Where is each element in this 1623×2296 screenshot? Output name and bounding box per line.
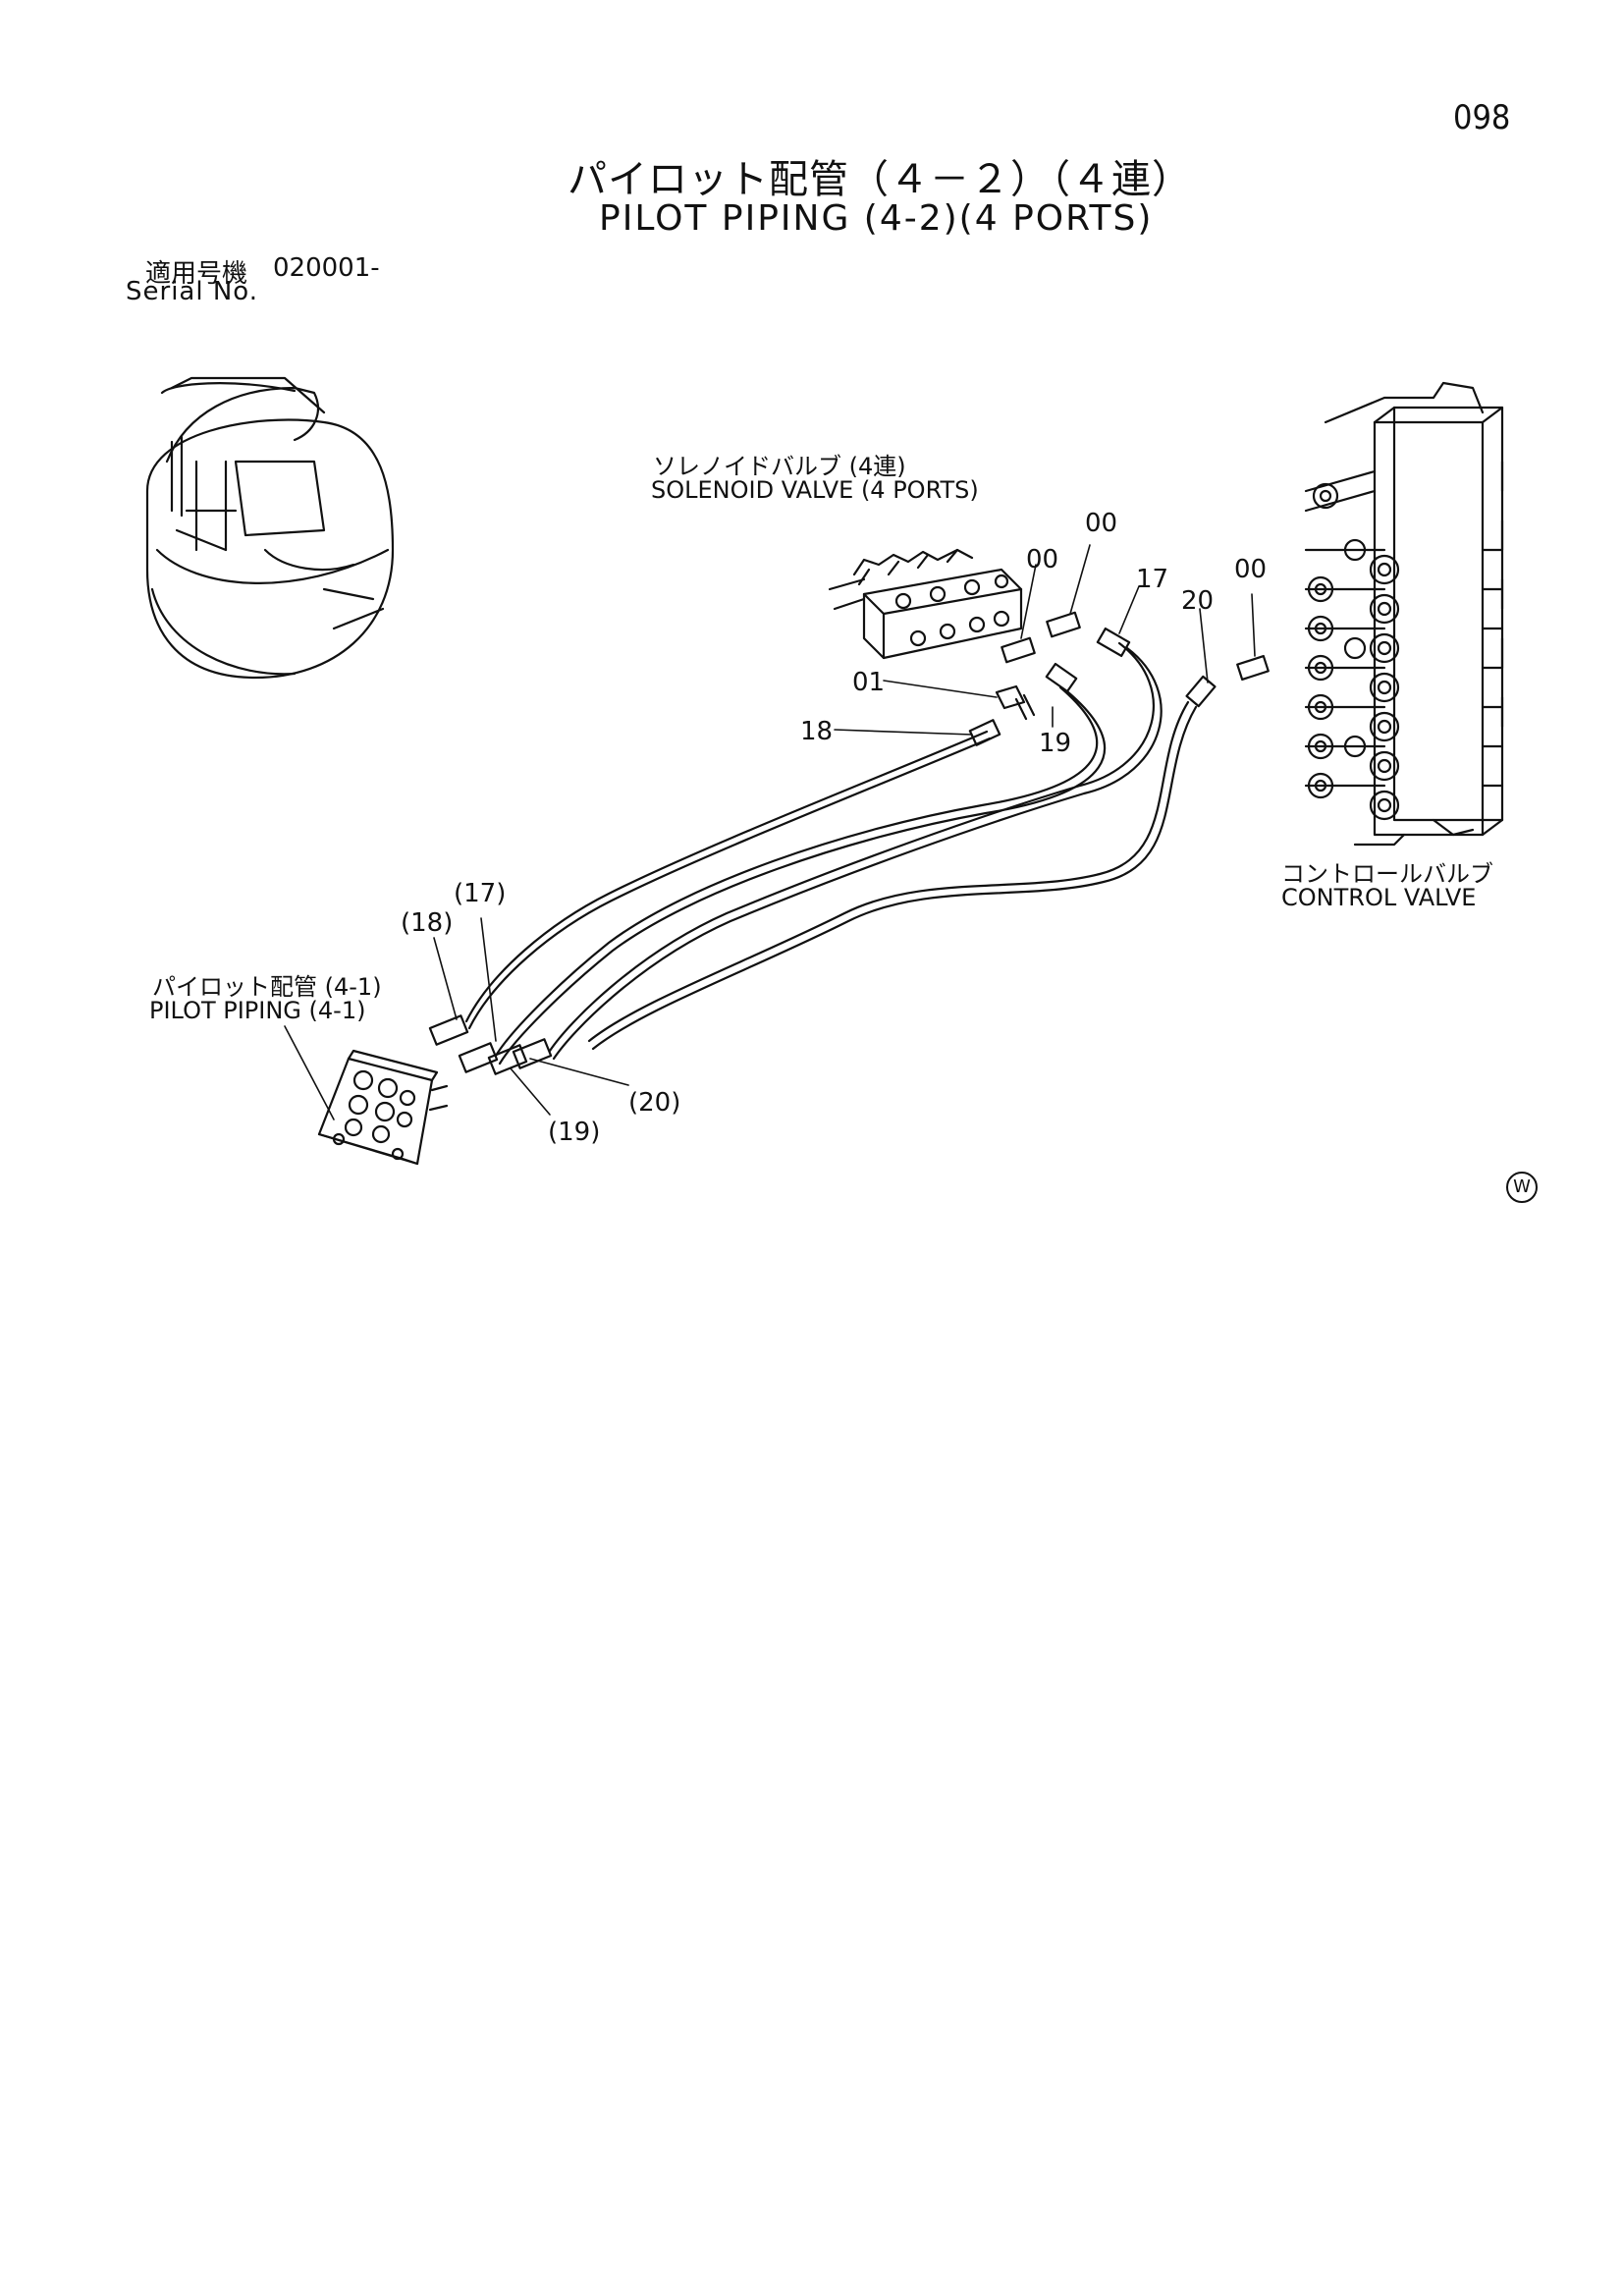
fittings-group (995, 611, 1270, 721)
pilot-piping-41-label-en: PILOT PIPING (4-1) (149, 997, 366, 1024)
callout-18-paren: (18) (401, 908, 454, 938)
pilot-piping-41-label-jp: パイロット配管 (4-1) (152, 973, 382, 1001)
pilot-piping-plate (317, 1049, 449, 1166)
control-valve-label-jp: コントロールバルブ (1281, 860, 1493, 888)
callout-18: 18 (800, 717, 834, 746)
machine-overview-thumbnail (145, 376, 395, 680)
hose-assembly (428, 627, 1217, 1075)
callout-01: 01 (852, 668, 886, 697)
solenoid-valve-block (828, 548, 1023, 660)
callout-00-top: 00 (1085, 509, 1118, 538)
page-number: 098 (1453, 98, 1511, 137)
control-valve-stack (1304, 381, 1504, 847)
callout-17: 17 (1136, 565, 1169, 594)
solenoid-valve-label-en: SOLENOID VALVE (4 PORTS) (651, 476, 979, 504)
page-title-en: PILOT PIPING (4-2)(4 PORTS) (599, 198, 1154, 239)
serial-label-jp: 適用号機 (145, 259, 248, 289)
callout-00-mid: 00 (1026, 545, 1059, 574)
callout-17-paren: (17) (454, 879, 507, 908)
callout-00-control-valve: 00 (1234, 555, 1268, 584)
solenoid-valve-label-jp: ソレノイドバルブ (4連) (653, 453, 906, 480)
callout-19-paren: (19) (548, 1118, 601, 1147)
serial-label-en: Serial No. (126, 277, 258, 306)
callout-20: 20 (1181, 586, 1215, 616)
serial-code: 020001- (273, 253, 380, 283)
control-valve-label-en: CONTROL VALVE (1281, 884, 1477, 911)
page-title-jp: パイロット配管（４－２）（４連） (568, 157, 1192, 202)
callout-20-paren: (20) (628, 1088, 681, 1118)
callout-19: 19 (1039, 729, 1072, 758)
watermark-w-circle: W (1506, 1172, 1538, 1203)
leader-lines (284, 544, 1256, 1121)
